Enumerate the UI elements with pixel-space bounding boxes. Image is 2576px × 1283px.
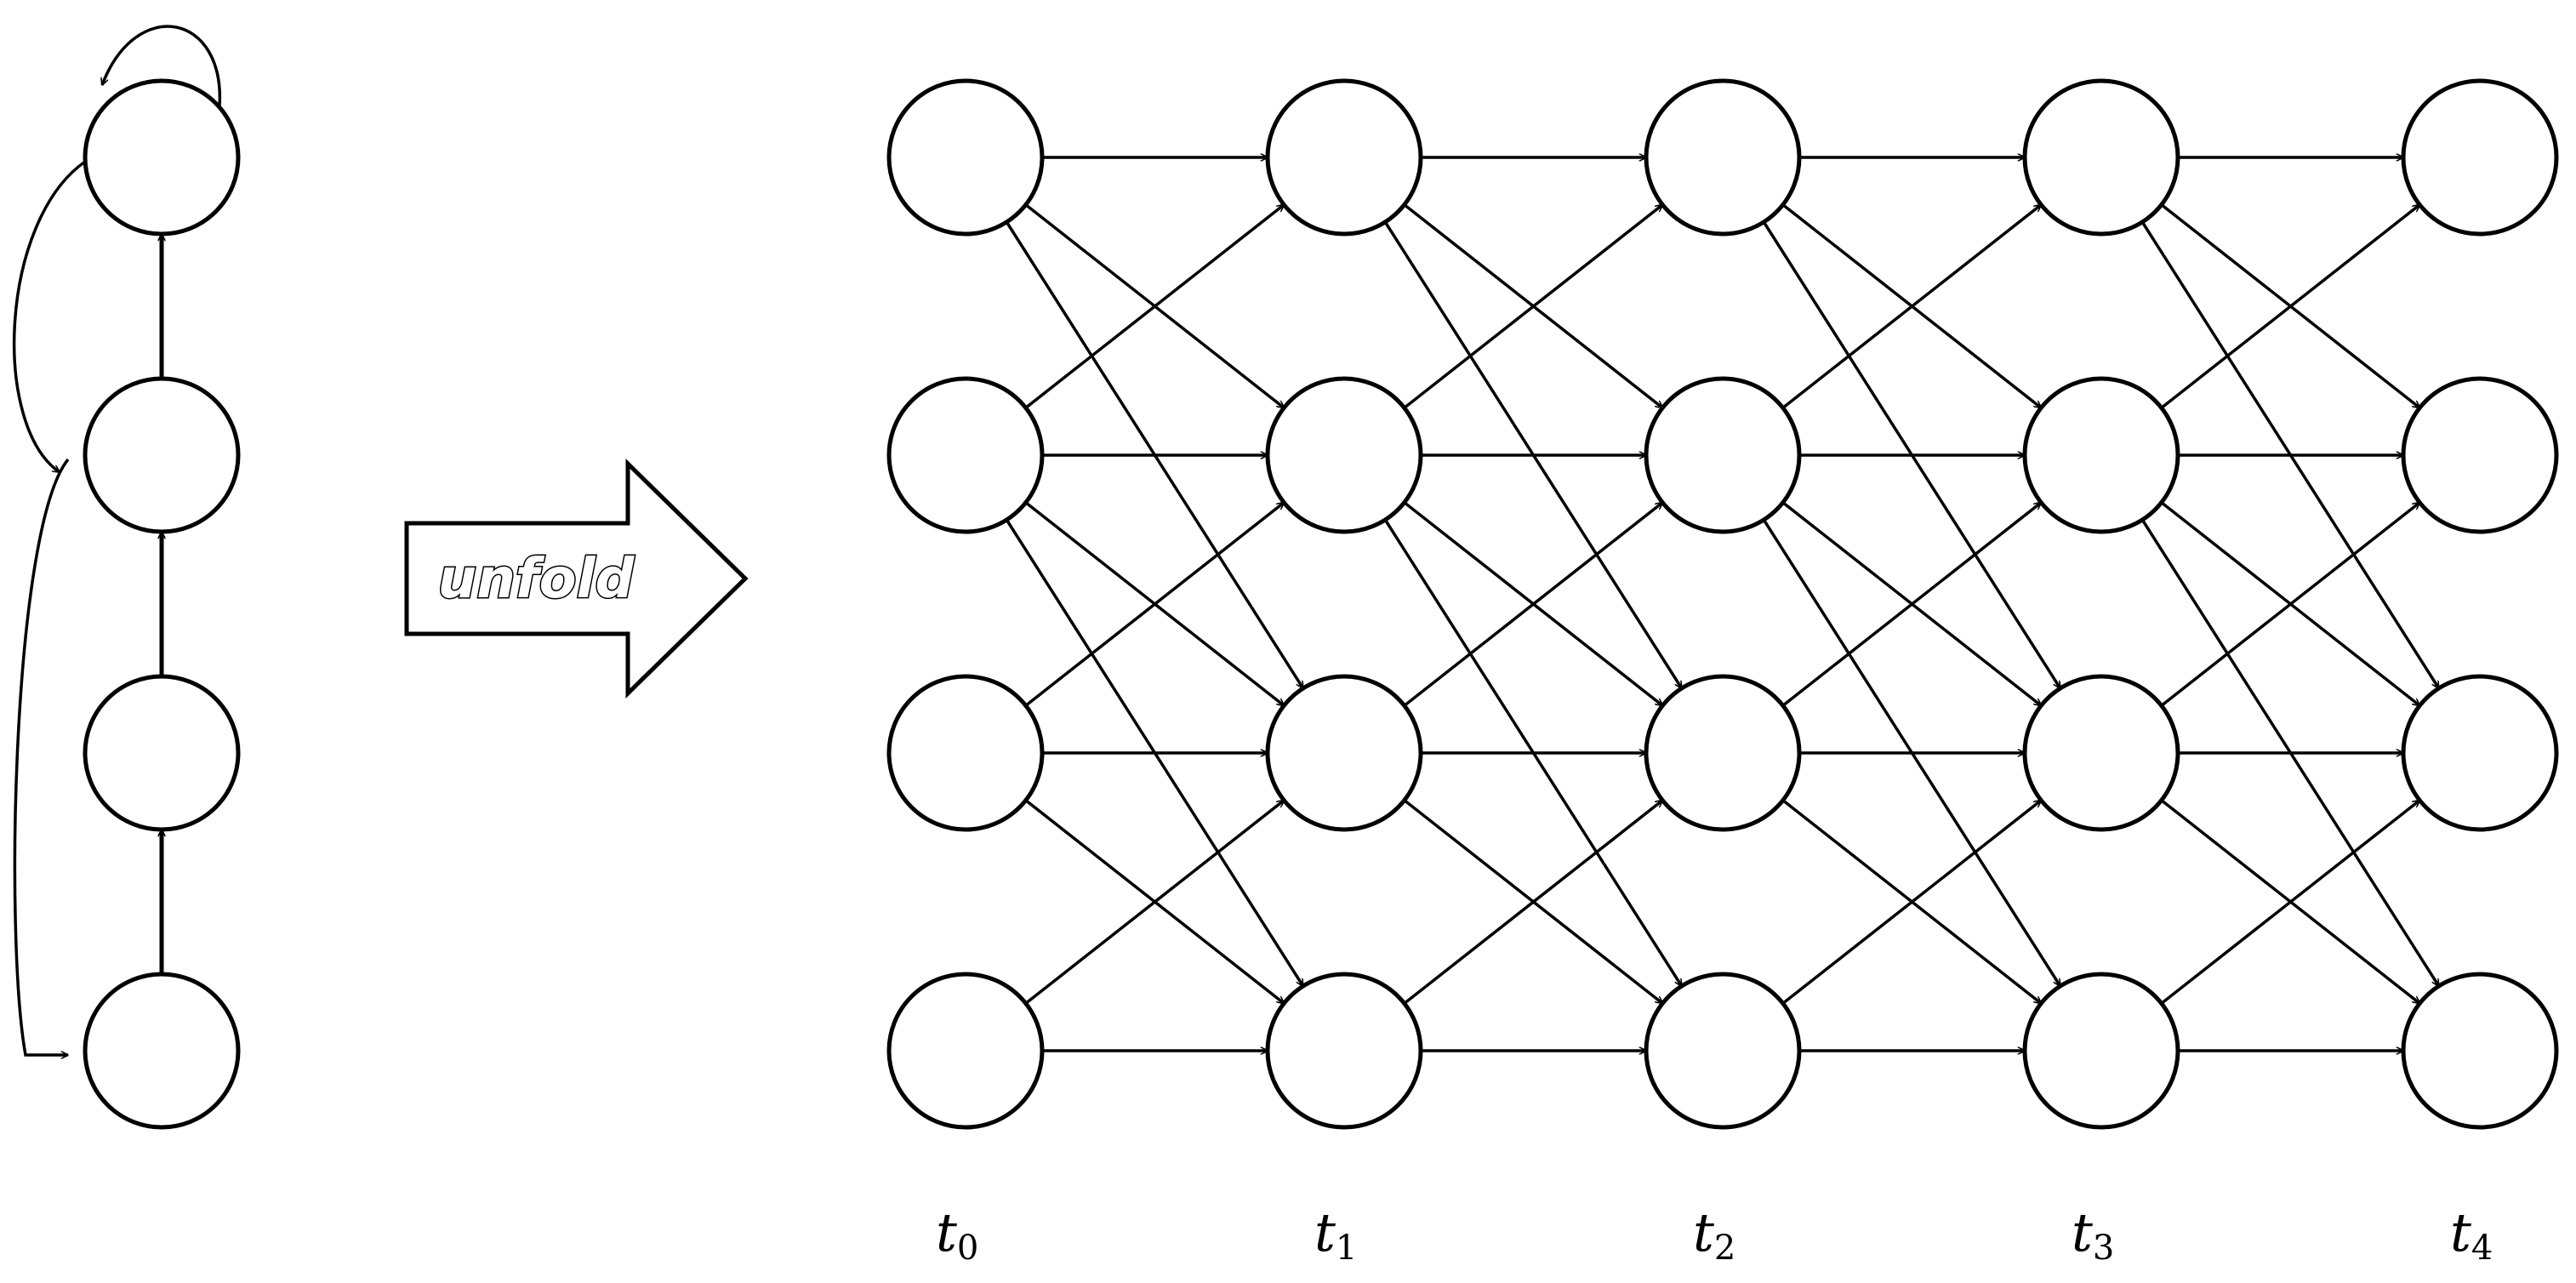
edge-t0-l1-to-t1-l0: [1024, 203, 1285, 409]
unfold-arrow: unfold: [404, 459, 749, 699]
rolled-node-2: [83, 674, 241, 832]
edge-t2-l2-to-t3-l1: [1781, 501, 2042, 707]
edge-t2-l3-to-t3-l2: [1781, 799, 2042, 1005]
rolled-node-3: [83, 972, 241, 1130]
unrolled-edges: [1005, 157, 2441, 1051]
node-t0-l0: [886, 78, 1045, 237]
time-step-labels: t0 t1 t2 t3 t4: [936, 1201, 2493, 1268]
edge-t1-l1-to-t2-l0: [1403, 203, 1663, 409]
edge-t1-l2-to-t2-l1: [1403, 501, 1663, 707]
node-t2-l2: [1644, 674, 1802, 832]
rolled-nodes: [83, 78, 241, 1130]
node-t4-l0: [2401, 78, 2559, 237]
unfold-arrow-shape: [404, 459, 749, 699]
node-t3-l2: [2022, 674, 2180, 832]
rolled-node-1: [83, 376, 241, 534]
edge-t1-l3-to-t2-l2: [1403, 799, 1663, 1005]
node-t4-l3: [2401, 972, 2559, 1130]
edge-t0-l3-to-t1-l2: [1024, 799, 1285, 1005]
node-t3-l1: [2022, 376, 2180, 534]
node-t2-l0: [1644, 78, 1802, 237]
node-t1-l1: [1265, 376, 1423, 534]
node-t0-l2: [886, 674, 1045, 832]
edge-t3-l2-to-t4-l1: [2160, 501, 2420, 707]
rolled-recurrent-edge-0-1: [12, 160, 87, 474]
unrolled-network: [886, 78, 2559, 1130]
rolled-network: [12, 25, 241, 1130]
node-t3-l0: [2022, 78, 2180, 237]
node-t4-l2: [2401, 674, 2559, 832]
rolled-recurrent-edge-0-0: [102, 25, 221, 107]
unfold-arrow-label: unfold: [438, 548, 635, 611]
edge-t3-l1-to-t4-l0: [2160, 203, 2420, 409]
time-label-t0: t0: [936, 1201, 978, 1268]
node-t1-l3: [1265, 972, 1423, 1130]
node-t4-l1: [2401, 376, 2559, 534]
node-t1-l0: [1265, 78, 1423, 237]
node-t3-l3: [2022, 972, 2180, 1130]
node-t1-l2: [1265, 674, 1423, 832]
node-t0-l1: [886, 376, 1045, 534]
rolled-edges: [12, 25, 221, 1055]
rolled-recurrent-edge-1-3: [13, 458, 70, 1055]
time-label-t4: t4: [2450, 1201, 2493, 1268]
time-label-t1: t1: [1314, 1201, 1357, 1268]
edge-t2-l1-to-t3-l0: [1781, 203, 2042, 409]
time-label-t3: t3: [2072, 1201, 2114, 1268]
time-label-t2: t2: [1693, 1201, 1735, 1268]
node-t2-l3: [1644, 972, 1802, 1130]
node-t2-l1: [1644, 376, 1802, 534]
node-t0-l3: [886, 972, 1045, 1130]
edge-t0-l2-to-t1-l1: [1024, 501, 1285, 707]
edge-t3-l3-to-t4-l2: [2160, 799, 2420, 1005]
rolled-node-0: [83, 78, 241, 237]
unrolled-nodes: [886, 78, 2559, 1130]
